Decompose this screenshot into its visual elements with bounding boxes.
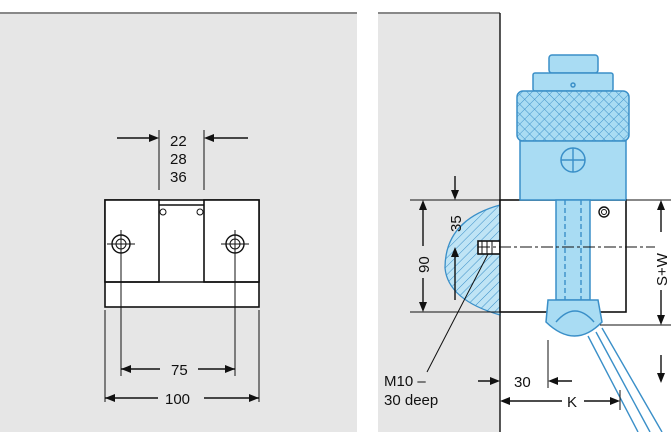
thread-leader: M10 – 30 deep bbox=[384, 253, 489, 409]
clamp-cap bbox=[548, 54, 599, 74]
stroke-dim-label: S+W bbox=[654, 252, 671, 286]
gap-dim-22: 22 bbox=[170, 133, 187, 150]
left-view: 22 28 36 75 100 bbox=[0, 12, 357, 432]
right-jaw-block bbox=[203, 199, 260, 283]
cable-3 bbox=[601, 327, 663, 432]
offset-dim-label: 35 bbox=[448, 215, 465, 232]
cable-1 bbox=[587, 335, 639, 432]
overall-width-label: 100 bbox=[165, 391, 190, 408]
side-screw bbox=[598, 206, 610, 218]
gap-dimension: 22 28 36 bbox=[117, 130, 248, 190]
cable-2 bbox=[595, 331, 651, 432]
mounting-hole-right bbox=[221, 230, 249, 258]
stroke-dimension: S+W bbox=[600, 199, 671, 383]
height-dim-label: 90 bbox=[416, 256, 433, 273]
plunger-shaft bbox=[555, 199, 591, 301]
k-dimension: K bbox=[499, 312, 621, 411]
hole-spacing-dimension: 75 bbox=[120, 258, 236, 379]
hole-spacing-label: 75 bbox=[171, 362, 188, 379]
gap-dim-28: 28 bbox=[170, 151, 187, 168]
ball-tip bbox=[545, 299, 603, 337]
mounting-hole-left bbox=[107, 230, 135, 258]
blue-clamp-assembly bbox=[516, 54, 663, 432]
thread-label-line2: 30 deep bbox=[384, 392, 438, 409]
thread-label-line1: M10 – bbox=[384, 373, 426, 390]
k-dim-label: K bbox=[567, 394, 577, 411]
depth-dim-label: 30 bbox=[514, 374, 531, 391]
clamp-collar bbox=[532, 72, 614, 92]
top-pin bbox=[570, 82, 576, 88]
gap-dim-36: 36 bbox=[170, 169, 187, 186]
right-view: 35 90 S+W M10 – 30 deep bbox=[378, 12, 671, 432]
depth-dimension: 30 bbox=[478, 340, 572, 391]
height-dimension: 90 bbox=[410, 200, 500, 313]
clamp-front-view bbox=[104, 199, 260, 308]
knurled-grip bbox=[516, 90, 630, 142]
small-pin-left bbox=[159, 208, 167, 216]
offset-dimension: 35 bbox=[410, 176, 500, 300]
small-pin-right bbox=[196, 208, 204, 216]
overall-width-dimension: 100 bbox=[104, 310, 260, 408]
